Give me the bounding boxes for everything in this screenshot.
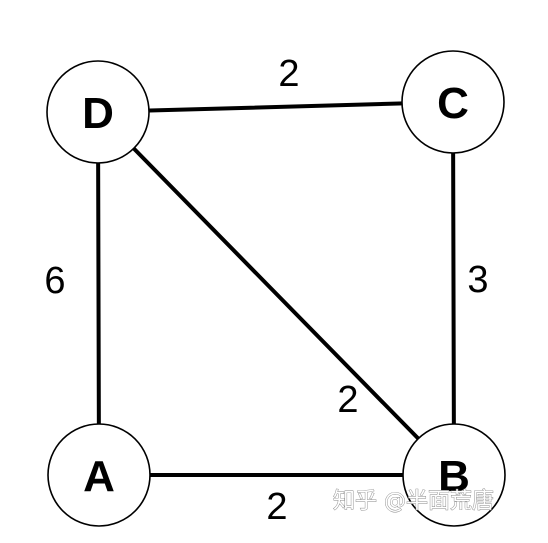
node-b-label: B bbox=[438, 452, 470, 501]
weight-d-a: 6 bbox=[44, 260, 65, 302]
weight-c-b: 3 bbox=[467, 259, 488, 301]
node-a: A bbox=[47, 423, 151, 527]
edge-c-b bbox=[451, 100, 456, 477]
edge-d-b bbox=[96, 110, 456, 477]
node-b-circle bbox=[402, 423, 506, 527]
edge-d-a bbox=[96, 110, 101, 477]
node-c: C bbox=[401, 50, 505, 154]
weight-d-c: 2 bbox=[278, 53, 299, 95]
weight-d-b: 2 bbox=[337, 379, 358, 421]
watermark: 知乎 @半面荒唐 bbox=[333, 489, 494, 514]
node-a-circle bbox=[47, 423, 151, 527]
node-d-circle bbox=[46, 60, 150, 164]
node-c-label: C bbox=[437, 79, 469, 128]
node-a-label: A bbox=[83, 452, 115, 501]
node-d: D bbox=[46, 60, 150, 164]
node-b: B bbox=[402, 423, 506, 527]
node-c-circle bbox=[401, 50, 505, 154]
node-d-label: D bbox=[82, 89, 114, 138]
weight-a-b: 2 bbox=[266, 486, 287, 528]
edge-d-c bbox=[96, 100, 455, 114]
